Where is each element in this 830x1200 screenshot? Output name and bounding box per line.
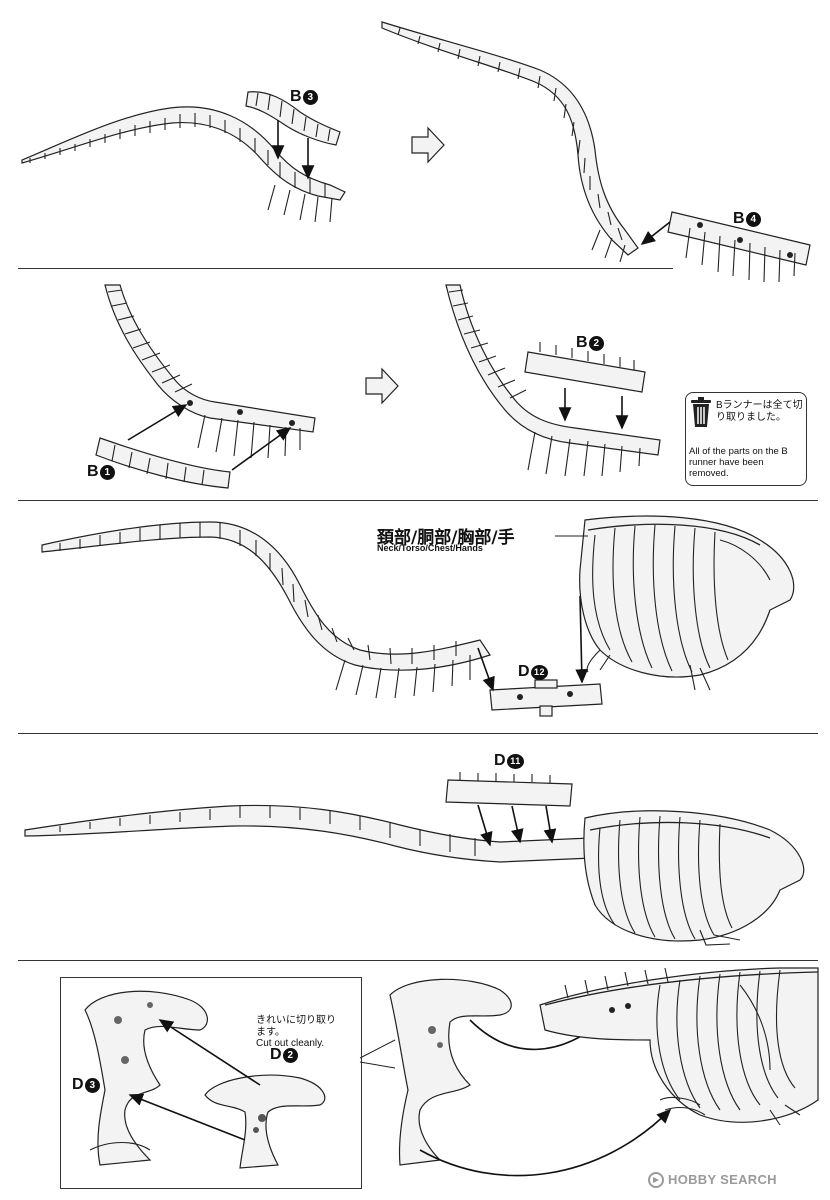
runner-note-ja: Bランナーは全て切り取りました。 <box>716 400 803 423</box>
watermark-text: HOBBY SEARCH <box>668 1172 777 1187</box>
divider-2 <box>18 500 818 501</box>
step4-full-skeleton <box>24 804 805 946</box>
divider-3 <box>18 733 818 734</box>
detail-inset-frame <box>60 977 362 1189</box>
part-d11 <box>445 772 573 807</box>
next-step-arrow-2 <box>365 367 399 405</box>
assembly-label-ja: 頚部/胴部/胸部/手 <box>377 528 515 548</box>
step1-tail-left <box>21 106 346 223</box>
part-b2 <box>524 342 646 393</box>
divider-1 <box>18 268 673 269</box>
part-number-badge: 12 <box>531 665 549 680</box>
part-number-badge: 3 <box>303 90 319 105</box>
part-b3 <box>245 91 341 146</box>
cut-note-ja: きれいに切り取ります。 <box>256 1015 336 1038</box>
step2-spine-right <box>445 284 661 477</box>
step5-skeleton-closeup <box>539 967 819 1126</box>
part-number-badge: 2 <box>283 1048 299 1063</box>
next-step-arrow-1 <box>411 126 445 164</box>
part-b1 <box>95 437 231 489</box>
part-number-badge: 1 <box>100 465 116 480</box>
part-b4 <box>667 211 811 283</box>
hobby-search-logo-icon <box>648 1172 664 1188</box>
step5-pelvis-parts <box>389 978 512 1166</box>
assembly-label-en: Neck/Torso/Chest/Hands <box>377 543 483 553</box>
step3-tail <box>41 521 491 699</box>
step2-spine-left <box>104 284 316 459</box>
part-number-badge: 2 <box>589 336 605 351</box>
trash-icon <box>691 397 711 427</box>
runner-note-en: All of the parts on the B runner have be… <box>689 446 788 479</box>
torso-chest-assembly-3 <box>579 515 795 691</box>
inset-d2-pelvis <box>204 1074 326 1169</box>
inset-d3-pelvis <box>84 990 208 1166</box>
part-number-badge: 11 <box>507 754 525 769</box>
divider-4 <box>18 960 818 961</box>
step1-tail-right <box>381 21 639 263</box>
cut-note-en: Cut out cleanly. <box>256 1038 325 1049</box>
part-number-badge: 3 <box>85 1078 101 1093</box>
part-d12 <box>489 679 603 717</box>
part-number-badge: 4 <box>746 212 762 227</box>
